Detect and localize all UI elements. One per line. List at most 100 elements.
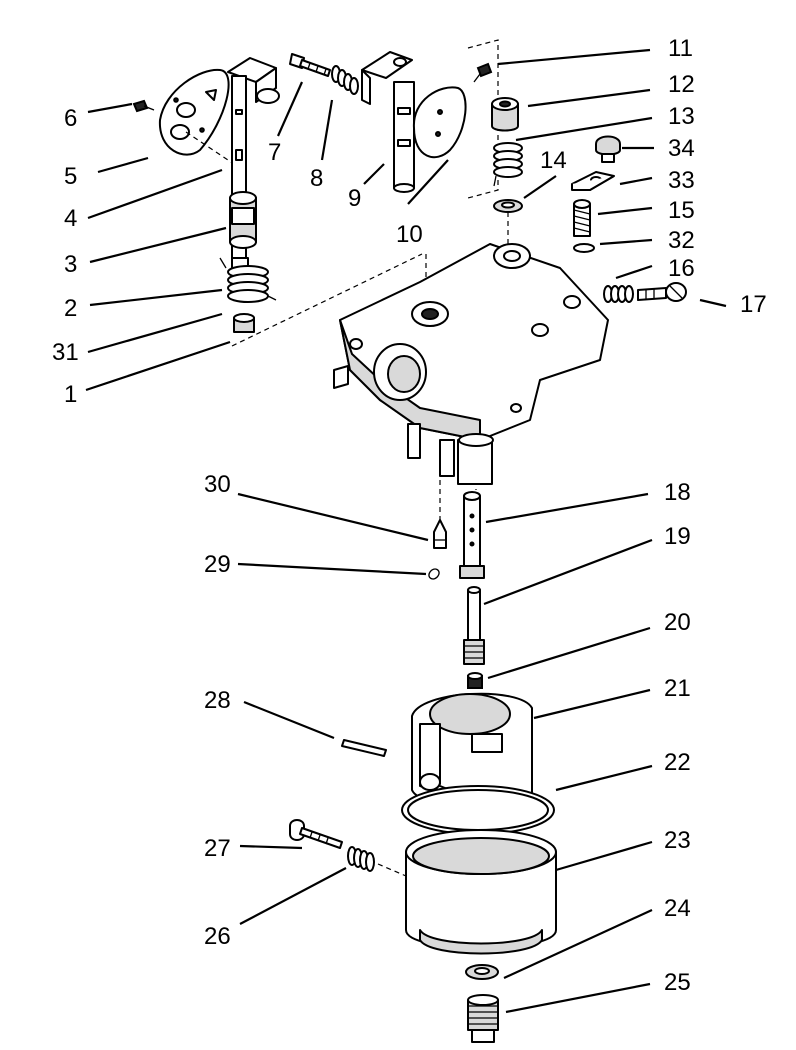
leader-lines <box>85 48 727 1014</box>
callout-13: 13 <box>668 103 695 130</box>
leader-12 <box>527 88 651 108</box>
part-2-spring <box>219 257 277 303</box>
part-11-screw <box>473 62 493 83</box>
callout-17: 17 <box>740 291 767 318</box>
part-13-spring <box>493 142 523 187</box>
part-22-gasket <box>401 785 555 835</box>
leader-21 <box>533 688 651 720</box>
leader-18 <box>485 492 649 524</box>
leader-13 <box>515 116 653 142</box>
part-23-float-bowl <box>405 829 557 955</box>
leader-26 <box>239 867 347 925</box>
callout-32: 32 <box>668 227 695 254</box>
leader-8 <box>320 99 334 161</box>
part-28-pin <box>341 739 387 757</box>
callout-labels: 1 2 3 4 5 6 7 8 9 10 11 12 13 14 15 16 1… <box>52 35 767 996</box>
leader-28 <box>243 700 335 740</box>
part-29-clip <box>428 568 440 580</box>
callout-22: 22 <box>664 749 691 776</box>
callout-16: 16 <box>668 255 695 282</box>
part-24-washer <box>465 964 499 980</box>
part-7-screw <box>289 53 331 77</box>
callout-25: 25 <box>664 969 691 996</box>
leader-6 <box>87 102 133 114</box>
part-5-choke-plate <box>158 68 241 169</box>
callout-5: 5 <box>64 163 77 190</box>
leader-4 <box>87 168 223 220</box>
leader-7 <box>276 81 304 137</box>
leader-31 <box>87 312 223 354</box>
leader-10 <box>407 159 449 205</box>
part-14-washer <box>493 199 523 213</box>
callout-30: 30 <box>204 471 231 498</box>
part-15-mixture-screw <box>573 199 591 237</box>
part-32-o-ring <box>573 243 595 253</box>
leader-17 <box>699 298 727 308</box>
leader-23 <box>555 840 653 872</box>
callout-1: 1 <box>64 381 77 408</box>
leader-19 <box>483 538 653 606</box>
leader-1 <box>85 340 231 392</box>
callout-12: 12 <box>668 71 695 98</box>
callout-26: 26 <box>204 923 231 950</box>
leader-15 <box>597 206 653 216</box>
part-25-bowl-nut <box>467 994 499 1043</box>
callout-34: 34 <box>668 135 695 162</box>
part-9-throttle-shaft <box>361 51 415 193</box>
callout-28: 28 <box>204 687 231 714</box>
leader-25 <box>505 982 651 1014</box>
callout-14: 14 <box>540 147 567 174</box>
part-30-needle <box>433 519 447 549</box>
callout-18: 18 <box>664 479 691 506</box>
callout-11: 11 <box>668 35 693 62</box>
part-26-spring <box>347 846 407 877</box>
leader-9 <box>363 163 385 185</box>
part-18-emulsion-tube <box>459 491 485 579</box>
callout-23: 23 <box>664 827 691 854</box>
leader-29 <box>237 562 427 576</box>
part-16-spring <box>603 285 634 303</box>
callout-24: 24 <box>664 895 691 922</box>
leader-22 <box>555 764 653 792</box>
callout-10: 10 <box>396 221 423 248</box>
part-34-screw <box>595 135 621 163</box>
part-6-screw <box>132 99 155 113</box>
leader-32 <box>599 238 653 246</box>
leader-16 <box>615 264 653 280</box>
part-10-throttle-plate <box>412 39 499 199</box>
part-8-spring <box>331 65 359 95</box>
callout-29: 29 <box>204 551 231 578</box>
callout-3: 3 <box>64 251 77 278</box>
callout-27: 27 <box>204 835 231 862</box>
callout-4: 4 <box>64 205 77 232</box>
part-31-seal <box>233 313 255 333</box>
callout-19: 19 <box>664 523 691 550</box>
leader-11 <box>497 48 651 66</box>
callout-20: 20 <box>664 609 691 636</box>
callout-9: 9 <box>348 185 361 212</box>
part-19-main-jet <box>463 586 485 665</box>
carburetor-body <box>333 243 609 485</box>
callout-7: 7 <box>268 139 281 166</box>
leader-24 <box>503 909 653 979</box>
leader-3 <box>89 226 227 264</box>
callout-2: 2 <box>64 295 77 322</box>
leader-5 <box>97 156 149 174</box>
parts-illustration <box>132 39 687 1043</box>
callout-31: 31 <box>52 339 79 366</box>
part-20-jet <box>467 672 483 689</box>
callout-33: 33 <box>668 167 695 194</box>
leader-20 <box>487 626 651 680</box>
part-12-cap <box>491 97 519 132</box>
callout-15: 15 <box>668 197 695 224</box>
leader-2 <box>89 288 223 307</box>
leader-27 <box>239 844 303 850</box>
part-17-screw <box>637 282 687 302</box>
leader-30 <box>237 492 429 542</box>
callout-6: 6 <box>64 105 77 132</box>
part-33-bracket <box>571 171 615 191</box>
callout-21: 21 <box>664 675 691 702</box>
callout-8: 8 <box>310 165 323 192</box>
leader-33 <box>619 176 653 186</box>
